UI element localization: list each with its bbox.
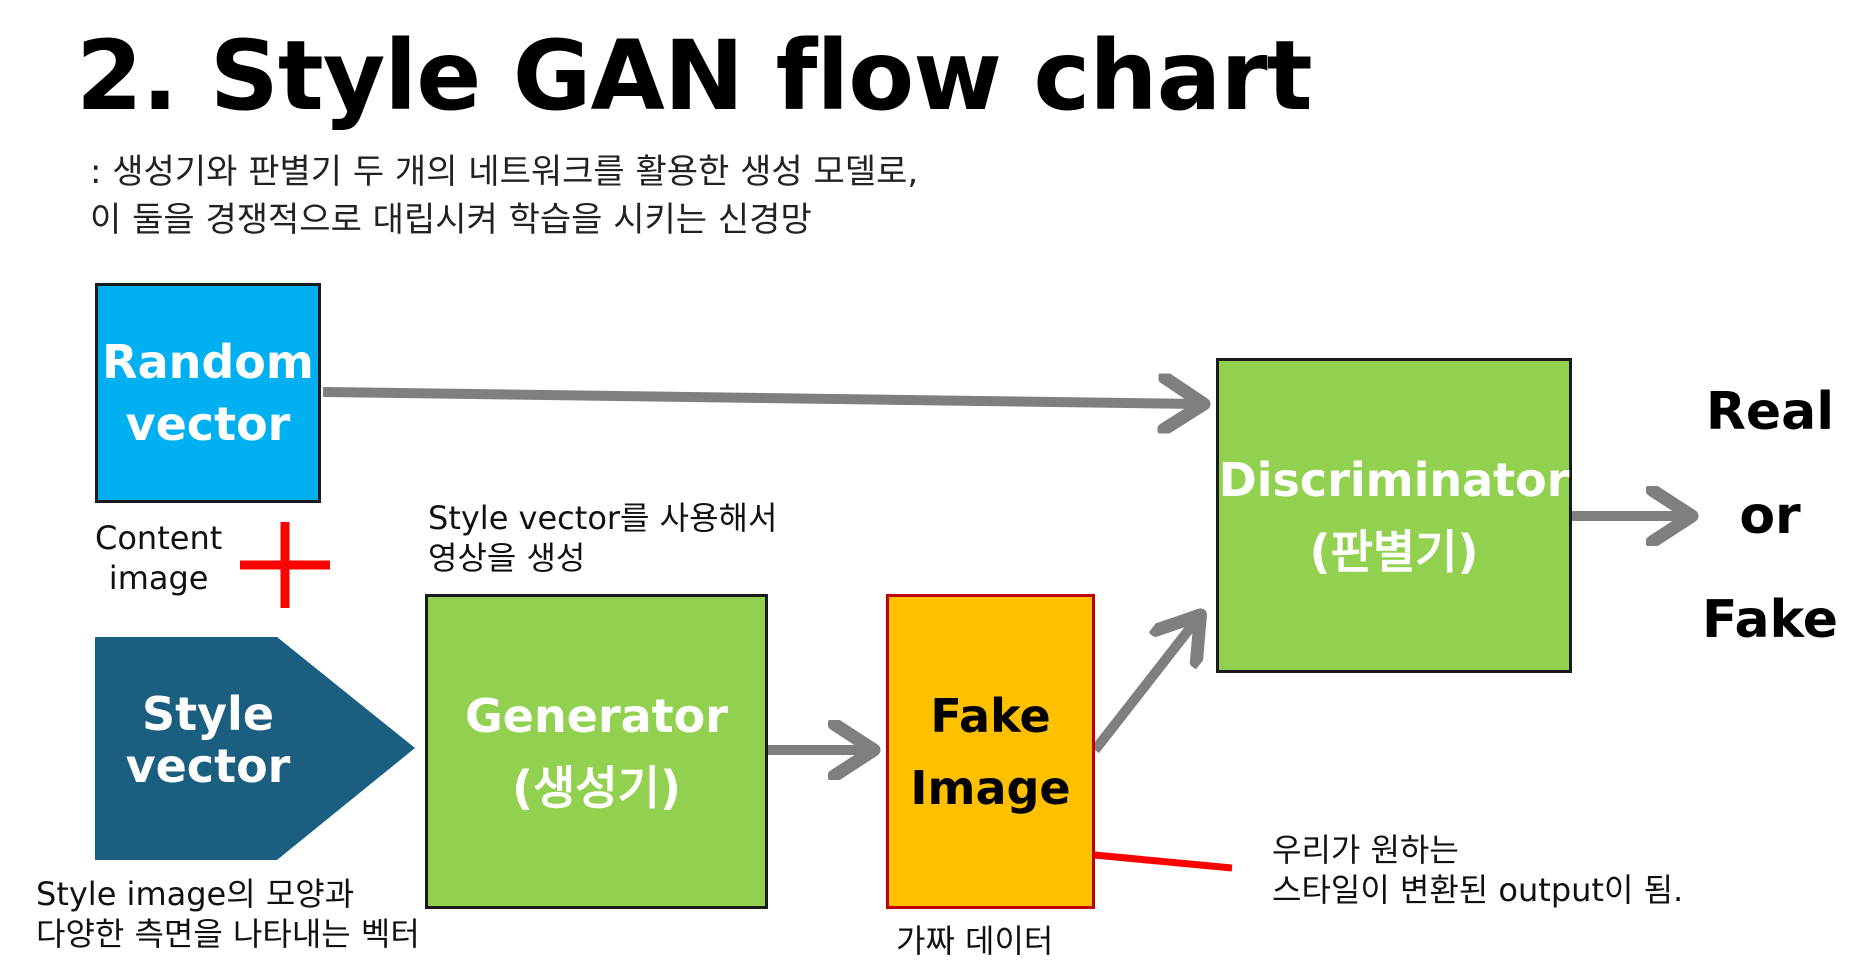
style-vector-line-1: Style [141,687,275,741]
content-image-line-2: image [108,559,209,597]
generator-line-1: Generator [465,688,728,743]
generator-caption-line-2: 영상을 생성 [428,539,586,577]
result-fake: Fake [1701,590,1839,650]
generator-box: Generator (생성기) [425,594,768,909]
generator-caption: Style vector를 사용해서 영상을 생성 [428,498,777,578]
style-vector-caption-line-1: Style image의 모양과 [36,875,355,913]
output-caption-line-1: 우리가 원하는 [1272,831,1459,869]
slide-subtitle: : 생성기와 판별기 두 개의 네트워크를 활용한 생성 모델로, 이 둘을 경… [90,148,918,244]
fake-image-box: Fake Image [886,594,1095,909]
content-image-label: Content image [95,518,222,598]
arrow-fake-to-discriminator [1091,618,1198,754]
content-image-line-1: Content [95,519,223,557]
subtitle-line-2: 이 둘을 경쟁적으로 대립시켜 학습을 시키는 신경망 [90,200,812,240]
arrow-random-to-discriminator [322,392,1200,404]
discriminator-line-2: (판별기) [1309,524,1479,579]
result-or: or [1739,486,1801,546]
discriminator-line-1: Discriminator [1218,452,1570,507]
discriminator-box: Discriminator (판별기) [1216,358,1572,673]
result-real: Real [1705,382,1835,442]
style-vector-label: Style vector [108,688,308,792]
random-vector-line-1: Random [102,335,314,389]
generator-line-2: (생성기) [511,760,681,815]
output-caption: 우리가 원하는 스타일이 변환된 output이 됨. [1272,830,1683,910]
subtitle-line-1: : 생성기와 판별기 두 개의 네트워크를 활용한 생성 모델로, [90,152,919,192]
style-vector-line-2: vector [125,739,291,793]
style-vector-pentagon [95,637,415,860]
random-vector-box: Random vector [95,283,321,503]
fake-image-line-1: Fake [930,688,1051,743]
slide-title: 2. Style GAN flow chart [76,20,1313,132]
real-or-fake-result: Real or Fake [1690,360,1850,672]
fake-image-line-2: Image [910,760,1071,815]
style-vector-caption: Style image의 모양과 다양한 측면을 나타내는 벡터 [36,874,420,954]
random-vector-line-2: vector [125,397,291,451]
fake-image-caption: 가짜 데이터 [896,922,1054,960]
output-caption-line-2: 스타일이 변환된 output이 됨. [1272,871,1684,909]
generator-caption-line-1: Style vector를 사용해서 [428,499,778,537]
style-vector-caption-line-2: 다양한 측면을 나타내는 벡터 [36,915,420,953]
